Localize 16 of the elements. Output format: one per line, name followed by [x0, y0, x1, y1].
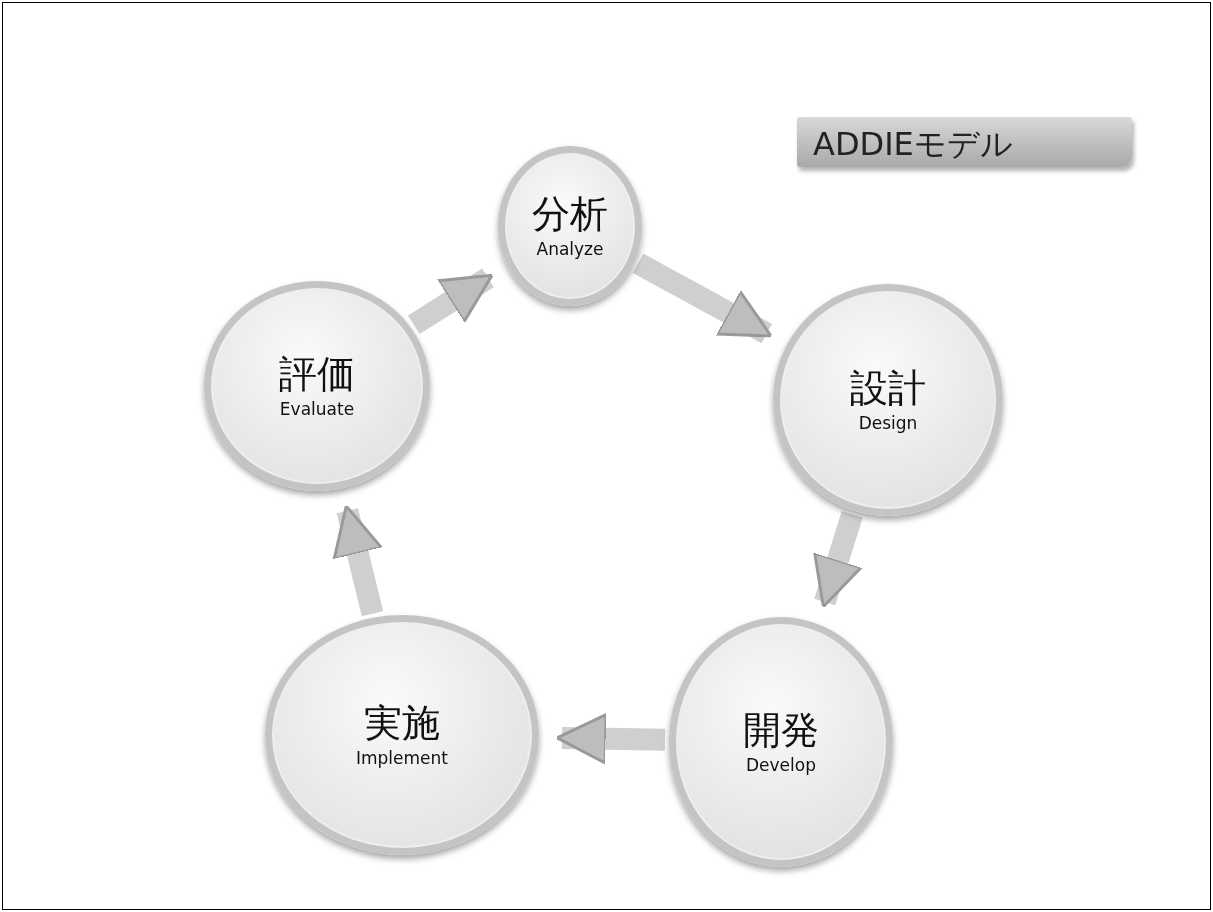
block-arrow [555, 713, 666, 765]
title-banner: ADDIEモデル [797, 117, 1132, 167]
step-title: 分析 [532, 192, 608, 238]
step-title: 実施 [364, 701, 440, 747]
step-title: 設計 [850, 366, 926, 412]
step-subtitle: Evaluate [279, 397, 355, 420]
block-arrow [813, 511, 863, 609]
step-subtitle: Develop [746, 753, 816, 776]
block-arrow [632, 253, 773, 344]
step-subtitle: Analyze [536, 237, 604, 260]
step-subtitle: Design [858, 411, 918, 434]
step-title: 開発 [743, 708, 819, 754]
block-arrow [407, 268, 494, 335]
step-subtitle: Implement [356, 746, 448, 769]
block-arrow [332, 504, 384, 617]
step-title: 評価 [279, 352, 355, 398]
